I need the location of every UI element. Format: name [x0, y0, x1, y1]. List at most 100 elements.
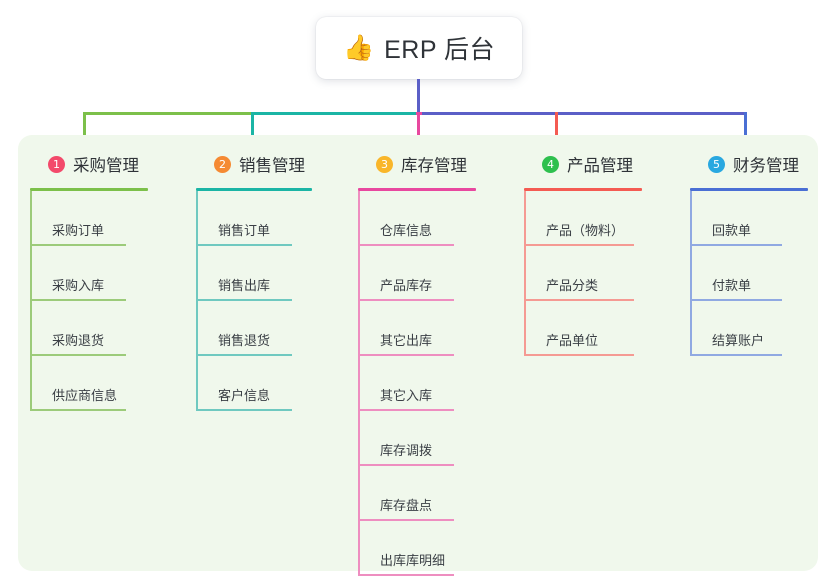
leaf-spine-product	[524, 191, 526, 356]
leaf-spine-finance	[690, 191, 692, 356]
leaf-spine-sales	[196, 191, 198, 411]
leaf-list-inventory: 仓库信息产品库存其它出库其它入库库存调拨库存盘点出库库明细	[358, 191, 508, 576]
leaf-rule	[690, 299, 782, 301]
leaf-rule	[196, 299, 292, 301]
leaf-node[interactable]: 采购入库	[30, 246, 180, 301]
leaf-node[interactable]: 其它入库	[358, 356, 508, 411]
leaf-label: 销售订单	[218, 223, 271, 238]
connector-drop-finance	[743, 112, 747, 142]
branch-header-purchase[interactable]: 1 采购管理	[30, 147, 180, 191]
leaf-list-purchase: 采购订单采购入库采购退货供应商信息	[30, 191, 180, 411]
leaf-label: 仓库信息	[380, 223, 433, 238]
leaf-spine-inventory	[358, 191, 360, 576]
leaf-node[interactable]: 产品（物料）	[524, 191, 674, 246]
branch-rule-inventory	[358, 188, 476, 191]
connector-drop-inventory	[416, 112, 420, 142]
leaf-label: 其它出库	[380, 333, 433, 348]
branch-title-inventory: 库存管理	[401, 157, 467, 175]
leaf-rule	[358, 354, 454, 356]
leaf-label: 其它入库	[380, 388, 433, 403]
leaf-list-sales: 销售订单销售出库销售退货客户信息	[196, 191, 346, 411]
branch-rule-purchase	[30, 188, 148, 191]
leaf-node[interactable]: 销售订单	[196, 191, 346, 246]
leaf-rule	[30, 299, 126, 301]
branch-rule-sales	[196, 188, 312, 191]
branch-header-finance[interactable]: 5 财务管理	[690, 147, 839, 191]
leaf-label: 结算账户	[712, 333, 765, 348]
leaf-node[interactable]: 销售退货	[196, 301, 346, 356]
leaf-label: 产品（物料）	[546, 223, 625, 238]
leaf-label: 采购退货	[52, 333, 105, 348]
branch-title-product: 产品管理	[567, 157, 633, 175]
connector-bar-teal	[252, 112, 418, 115]
leaf-label: 回款单	[712, 223, 752, 238]
leaf-node[interactable]: 采购订单	[30, 191, 180, 246]
connector-bar-indigo	[418, 112, 747, 115]
leaf-node[interactable]: 客户信息	[196, 356, 346, 411]
thumbs-up-emoji: 👍	[342, 33, 375, 62]
connector-root-stem	[416, 79, 420, 114]
leaf-rule	[30, 354, 126, 356]
leaf-node[interactable]: 产品单位	[524, 301, 674, 356]
branch-column-inventory: 3 库存管理仓库信息产品库存其它出库其它入库库存调拨库存盘点出库库明细	[358, 147, 508, 576]
leaf-node[interactable]: 付款单	[690, 246, 839, 301]
branch-column-product: 4 产品管理产品（物料） 产品分类产品单位	[524, 147, 674, 356]
connector-drop-product	[554, 112, 558, 142]
leaf-label: 付款单	[712, 278, 752, 293]
branch-header-product[interactable]: 4 产品管理	[524, 147, 674, 191]
leaf-rule	[358, 464, 454, 466]
leaf-node[interactable]: 库存调拨	[358, 411, 508, 466]
leaf-label: 库存调拨	[380, 443, 433, 458]
leaf-node[interactable]: 出库库明细	[358, 521, 508, 576]
leaf-rule	[690, 354, 782, 356]
leaf-node[interactable]: 供应商信息	[30, 356, 180, 411]
branch-title-finance: 财务管理	[733, 157, 799, 175]
leaf-label: 库存盘点	[380, 498, 433, 513]
leaf-node[interactable]: 产品分类	[524, 246, 674, 301]
leaf-label: 客户信息	[218, 388, 271, 403]
leaf-node[interactable]: 回款单	[690, 191, 839, 246]
leaf-node[interactable]: 销售出库	[196, 246, 346, 301]
leaf-rule	[358, 409, 454, 411]
leaf-rule	[690, 244, 782, 246]
leaf-label: 出库库明细	[380, 553, 446, 568]
leaf-rule	[196, 354, 292, 356]
branch-badge-finance: 5	[708, 155, 725, 173]
leaf-node[interactable]: 仓库信息	[358, 191, 508, 246]
leaf-list-product: 产品（物料） 产品分类产品单位	[524, 191, 674, 356]
branch-header-inventory[interactable]: 3 库存管理	[358, 147, 508, 191]
leaf-rule	[196, 409, 292, 411]
leaf-rule	[358, 244, 454, 246]
connector-bar-green	[84, 112, 252, 115]
branch-column-finance: 5 财务管理回款单付款单结算账户	[690, 147, 839, 356]
connector-drop-purchase	[82, 112, 86, 142]
branch-rule-finance	[690, 188, 808, 191]
leaf-label: 产品分类	[546, 278, 599, 293]
root-node[interactable]: 👍 ERP 后台	[316, 17, 522, 79]
branch-title-purchase: 采购管理	[73, 157, 139, 175]
leaf-rule	[358, 299, 454, 301]
branch-rule-product	[524, 188, 642, 191]
root-node-label: ERP 后台	[384, 36, 496, 64]
leaf-spine-purchase	[30, 191, 32, 411]
branch-badge-product: 4	[542, 155, 559, 173]
leaf-node[interactable]: 结算账户	[690, 301, 839, 356]
leaf-label: 销售退货	[218, 333, 271, 348]
leaf-rule	[358, 519, 454, 521]
leaf-label: 采购入库	[52, 278, 105, 293]
leaf-node[interactable]: 采购退货	[30, 301, 180, 356]
leaf-label: 销售出库	[218, 278, 271, 293]
leaf-node[interactable]: 产品库存	[358, 246, 508, 301]
connector-drop-sales	[250, 112, 254, 142]
leaf-rule	[524, 299, 634, 301]
branches-panel	[18, 135, 818, 571]
branch-badge-inventory: 3	[376, 155, 393, 173]
leaf-node[interactable]: 其它出库	[358, 301, 508, 356]
leaf-rule	[358, 574, 454, 576]
leaf-rule	[30, 244, 126, 246]
branch-badge-purchase: 1	[48, 155, 65, 173]
leaf-node[interactable]: 库存盘点	[358, 466, 508, 521]
